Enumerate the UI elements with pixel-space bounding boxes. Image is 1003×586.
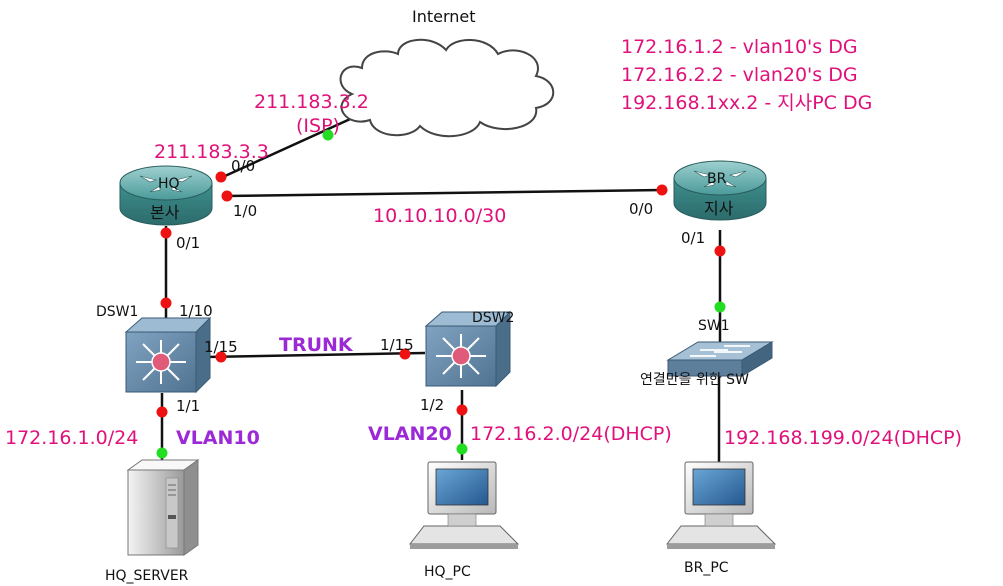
dsw1-port-down: 1/1: [176, 397, 200, 415]
hq-pc-icon[interactable]: [408, 461, 520, 549]
br-port-sw: 0/1: [681, 229, 705, 247]
dsw2-port-trunk: 1/15: [380, 336, 414, 354]
link-dot-br-hq-red: [656, 184, 668, 196]
vlan10-subnet: 172.16.1.0/24: [5, 427, 138, 449]
sw1-switch-icon[interactable]: [666, 341, 774, 377]
link-dsw1-dsw2: [204, 351, 426, 359]
hq-port-br: 1/0: [233, 202, 257, 220]
br-router-name: BR: [707, 171, 727, 187]
link-hq-internet: [224, 108, 371, 178]
dsw2-name: DSW2: [472, 310, 514, 326]
note-line-1: 172.16.1.2 - vlan10's DG: [621, 36, 858, 58]
vlan20-subnet: 172.16.2.0/24(DHCP): [470, 423, 672, 445]
sw1-name: SW1: [698, 318, 730, 334]
link-dot-hq-br-red: [221, 190, 233, 202]
cloud-icon: [339, 38, 555, 138]
link-dot-isp-green: [322, 129, 334, 141]
dsw1-port-up: 1/10: [179, 302, 213, 320]
link-dot-dsw1-down-red: [156, 406, 168, 418]
link-dot-server-green: [156, 447, 168, 459]
dsw2-port-down: 1/2: [420, 396, 444, 414]
link-dot-hqpc-green: [456, 443, 468, 455]
isp-ip: 211.183.3.2: [254, 91, 369, 113]
link-dot-dsw2-trunk-red: [399, 348, 411, 360]
br-lan-subnet: 192.168.199.0/24(DHCP): [724, 427, 962, 449]
br-router-icon[interactable]: [673, 160, 767, 221]
vlan10-name: VLAN10: [176, 427, 260, 449]
br-pc-name: BR_PC: [684, 560, 729, 576]
link-dot-dsw1-up-red: [160, 297, 172, 309]
wan-subnet: 10.10.10.0/30: [373, 205, 506, 227]
hq-port-wan: 0/0: [231, 157, 255, 175]
br-router-sub: 지사: [704, 199, 734, 218]
br-pc-icon[interactable]: [665, 461, 777, 549]
hq-router-name: HQ: [158, 176, 180, 192]
link-dot-dsw1-trunk-red: [215, 351, 227, 363]
dsw1-multilayer-switch-icon[interactable]: [124, 316, 212, 394]
hq-server-name: HQ_SERVER: [105, 568, 189, 584]
hq-port-dsw: 0/1: [176, 234, 200, 252]
trunk-label: TRUNK: [279, 334, 354, 356]
internet-label: Internet: [412, 7, 476, 26]
note-line-2: 172.16.2.2 - vlan20's DG: [621, 64, 858, 86]
link-dot-dsw2-down-red: [456, 404, 468, 416]
br-port-hq: 0/0: [629, 200, 653, 218]
note-line-3: 192.168.1xx.2 - 지사PC DG: [621, 92, 872, 114]
isp-tag: (ISP): [296, 115, 340, 137]
dsw1-port-trunk: 1/15: [204, 338, 238, 356]
link-dot-br-sw-red: [714, 245, 726, 257]
link-dot-hq-wan-red: [215, 171, 227, 183]
dsw1-name: DSW1: [96, 304, 138, 320]
link-dot-hq-dsw-red: [160, 227, 172, 239]
link-hq-br: [224, 188, 663, 198]
dsw2-multilayer-switch-icon[interactable]: [424, 310, 512, 388]
vlan20-name: VLAN20: [368, 423, 452, 445]
hq-wan-ip: 211.183.3.3: [154, 141, 269, 163]
sw1-desc: 연결만을 위한 SW: [640, 372, 749, 388]
hq-router-icon[interactable]: [119, 165, 213, 226]
hq-server-icon[interactable]: [126, 459, 200, 556]
link-dot-sw1-up-green: [714, 301, 726, 313]
hq-pc-name: HQ_PC: [424, 564, 471, 580]
hq-router-sub: 본사: [150, 203, 180, 222]
